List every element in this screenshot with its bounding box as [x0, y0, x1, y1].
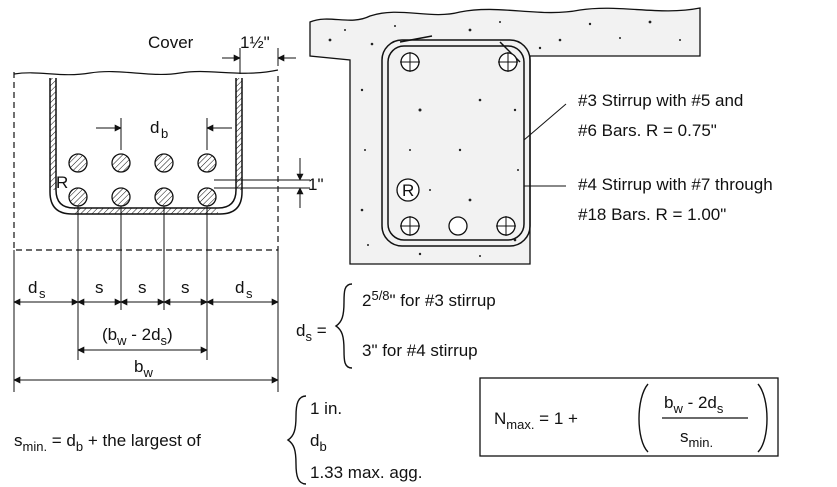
bar	[154, 187, 174, 207]
dim-ds-left: d	[28, 278, 37, 297]
dim-bw: bw	[134, 357, 153, 380]
dim-bw-minus: (bw - 2ds)	[102, 325, 173, 348]
smin-formula: smin. = db + the largest of 1 in. db 1.3…	[14, 395, 422, 485]
paren-left	[638, 383, 649, 453]
note2-line2: #18 Bars. R = 1.00"	[578, 205, 726, 224]
svg-text:25/8" for #3 stirrup: 25/8" for #3 stirrup	[362, 288, 496, 310]
svg-text:1.33 max. agg.: 1.33 max. agg.	[310, 463, 422, 482]
cover-label: Cover	[148, 33, 194, 52]
bars-top-row	[68, 153, 217, 173]
stirrup-box-outer	[381, 39, 531, 247]
concrete-aggregate	[328, 20, 681, 257]
bar	[154, 153, 174, 173]
beam-outline-dashed	[13, 72, 279, 251]
r-circle	[396, 178, 420, 202]
svg-text:smin.: smin.	[680, 427, 713, 450]
dim-ds-left-sub: s	[39, 286, 46, 301]
bars-bottom-row	[68, 187, 217, 207]
section-break-line	[13, 69, 279, 76]
db-label: d	[150, 118, 159, 137]
svg-text:Nmax. = 1 +: Nmax. = 1 +	[494, 409, 578, 432]
r-label-left: R	[56, 173, 68, 192]
brace-smin	[286, 395, 307, 485]
ds-definition: ds = 25/8" for #3 stirrup 3" for #4 stir…	[296, 283, 496, 369]
note1-line1: #3 Stirrup with #5 and	[578, 91, 743, 110]
brace-ds	[334, 283, 353, 369]
paren-right	[757, 383, 768, 453]
one-inch-label: 1"	[308, 175, 324, 194]
bar	[111, 187, 131, 207]
nmax-box	[479, 377, 779, 457]
svg-text:1 in.: 1 in.	[310, 399, 342, 418]
dim-s2: s	[138, 278, 147, 297]
bar	[448, 216, 468, 236]
bar	[197, 153, 217, 173]
left-beam-section: d b R 1" Cover 1½" d s s s s d	[13, 33, 324, 392]
note2-line1: #4 Stirrup with #7 through	[578, 175, 773, 194]
svg-text:smin. = db + the largest of: smin. = db + the largest of	[14, 431, 201, 454]
svg-text:db: db	[310, 431, 327, 454]
bar	[68, 187, 88, 207]
stirrup-box-inner	[387, 45, 525, 241]
db-label-sub: b	[161, 126, 168, 141]
dim-s3: s	[181, 278, 190, 297]
svg-text:ds =: ds =	[296, 321, 327, 344]
right-beam-section: R	[309, 7, 701, 265]
bar	[197, 187, 217, 207]
svg-text:3" for #4 stirrup: 3" for #4 stirrup	[362, 341, 478, 360]
r-circle-label: R	[402, 181, 414, 200]
note1-line2: #6 Bars. R = 0.75"	[578, 121, 717, 140]
svg-text:bw - 2ds: bw - 2ds	[664, 393, 724, 416]
nmax-formula: Nmax. = 1 + bw - 2ds smin.	[479, 377, 779, 457]
cover-value: 1½"	[240, 33, 270, 52]
dim-ds-right-sub: s	[246, 286, 253, 301]
dim-s1: s	[95, 278, 104, 297]
bar	[68, 153, 88, 173]
bar	[111, 153, 131, 173]
dim-ds-right: d	[235, 278, 244, 297]
